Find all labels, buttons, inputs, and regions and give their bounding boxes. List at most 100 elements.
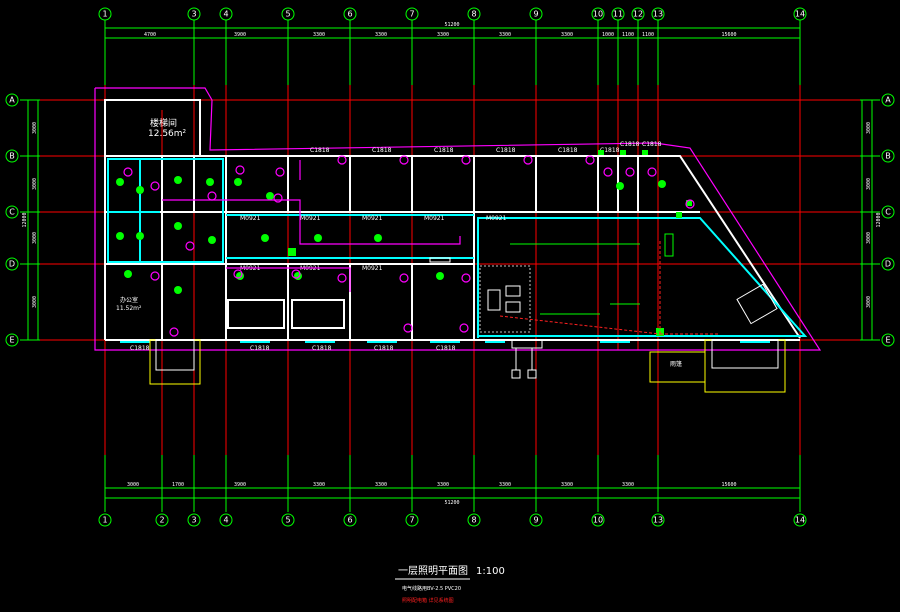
dim-label: 3900 xyxy=(234,482,246,488)
switch-icon xyxy=(337,155,347,165)
axis-bubble: 8 xyxy=(467,513,481,527)
switch-icon xyxy=(461,273,471,283)
light-fixture-icon xyxy=(658,180,666,188)
axis-bubble: E xyxy=(5,333,19,347)
svg-text:B: B xyxy=(885,152,891,161)
door-tag: M0921 xyxy=(486,215,507,222)
axis-bubble: 4 xyxy=(219,7,233,21)
svg-text:1: 1 xyxy=(102,10,107,19)
window-tag: C1818 xyxy=(436,345,456,352)
axis-bubble: 6 xyxy=(343,513,357,527)
dim-label: 1100 xyxy=(642,32,654,38)
axis-bubble: 9 xyxy=(529,7,543,21)
wiring xyxy=(162,160,720,335)
svg-text:B: B xyxy=(9,152,15,161)
svg-text:8: 8 xyxy=(471,10,476,19)
lobby-furniture xyxy=(429,233,778,333)
switch-icon xyxy=(169,327,179,337)
svg-text:4: 4 xyxy=(223,10,228,19)
svg-text:13: 13 xyxy=(653,516,663,525)
axis-bubble: B xyxy=(881,149,895,163)
door-tag: M0921 xyxy=(300,215,321,222)
window-tag: C1818 xyxy=(434,147,454,154)
axis-bubble: A xyxy=(881,93,895,107)
light-fixture-icon xyxy=(236,272,244,280)
light-fixture-icon xyxy=(174,222,182,230)
svg-text:E: E xyxy=(9,336,14,345)
svg-text:14: 14 xyxy=(795,516,805,525)
svg-text:3: 3 xyxy=(191,516,196,525)
switch-icon xyxy=(523,155,533,165)
dim-label: 3300 xyxy=(437,482,449,488)
axis-bubble: 3 xyxy=(187,7,201,21)
axis-bubble: C xyxy=(5,205,19,219)
outlet-icon xyxy=(676,212,682,218)
dim-label: 3300 xyxy=(375,482,387,488)
light-fixture-icon xyxy=(136,186,144,194)
dim-label: 3300 xyxy=(313,32,325,38)
building-outline xyxy=(94,87,822,351)
light-fixture-icon xyxy=(374,234,382,242)
light-fixture-icon xyxy=(124,270,132,278)
svg-text:7: 7 xyxy=(409,10,414,19)
switch-icon xyxy=(461,155,471,165)
axis-bubble: 12 xyxy=(631,7,645,21)
switch-icon xyxy=(150,271,160,281)
switch-icon xyxy=(235,165,245,175)
window-tag: C1818 xyxy=(312,345,332,352)
dim-label: 15600 xyxy=(721,482,736,488)
window-tag: C1818 xyxy=(374,345,394,352)
switch-icon xyxy=(459,323,469,333)
axis-bubble: 2 xyxy=(155,513,169,527)
svg-text:10: 10 xyxy=(593,10,603,19)
dim-label: 3000 xyxy=(127,482,139,488)
light-fixture-icon xyxy=(206,178,214,186)
dim-label: 1100 xyxy=(622,32,634,38)
door-tag: M0921 xyxy=(362,265,383,272)
dim-label: 1000 xyxy=(602,32,614,38)
svg-text:8: 8 xyxy=(471,516,476,525)
switch-icon xyxy=(273,193,283,203)
dim-total-bottom: 51200 xyxy=(444,500,459,506)
light-fixture-icon xyxy=(208,236,216,244)
axis-bubble: B xyxy=(5,149,19,163)
dim-label: 3300 xyxy=(499,482,511,488)
light-fixture-icon xyxy=(314,234,322,242)
drawing-scale: 1:100 xyxy=(476,566,505,577)
switch-icon xyxy=(207,191,217,201)
svg-text:E: E xyxy=(885,336,890,345)
axis-bubble: 8 xyxy=(467,7,481,21)
switch-icon xyxy=(399,273,409,283)
switch-icon xyxy=(399,155,409,165)
dim-label: 3000 xyxy=(866,178,872,190)
switch-icon xyxy=(403,323,413,333)
dim-label: 3300 xyxy=(499,32,511,38)
axis-bubble: 13 xyxy=(651,513,665,527)
door-tag: M0921 xyxy=(424,215,445,222)
svg-text:9: 9 xyxy=(533,516,538,525)
axis-bubble: E xyxy=(881,333,895,347)
axis-bubbles-bottom: 1 2 3 4 5 6 7 8 9 10 13 14 xyxy=(98,513,807,527)
drawing-title-block: 一层照明平面图 1:100 电气线路用BV-2.5 PVC20 照明配电箱 详见… xyxy=(395,565,505,604)
axis-bubble: C xyxy=(881,205,895,219)
window-tags: C1818 C1818 C1818 C1818 C1818 C1818 C181… xyxy=(130,141,662,352)
drawing-title: 一层照明平面图 xyxy=(398,565,468,577)
window-tag: C1818 xyxy=(250,345,270,352)
canopy-label: 雨篷 xyxy=(670,360,682,368)
axis-extensions xyxy=(20,20,880,512)
outlet-icon xyxy=(288,248,296,256)
dim-label: 3300 xyxy=(561,32,573,38)
axis-bubble: 1 xyxy=(98,513,112,527)
axis-bubble: D xyxy=(5,257,19,271)
walls xyxy=(104,99,801,341)
dim-label: 3000 xyxy=(32,178,38,190)
panel-tag: C1818 xyxy=(620,141,640,148)
east-entrance xyxy=(704,339,786,393)
switch-icon xyxy=(275,167,285,177)
svg-text:A: A xyxy=(885,96,891,105)
svg-text:11: 11 xyxy=(613,10,623,19)
switch-icon xyxy=(625,167,635,177)
axis-bubble: 5 xyxy=(281,7,295,21)
dim-label: 15600 xyxy=(721,32,736,38)
